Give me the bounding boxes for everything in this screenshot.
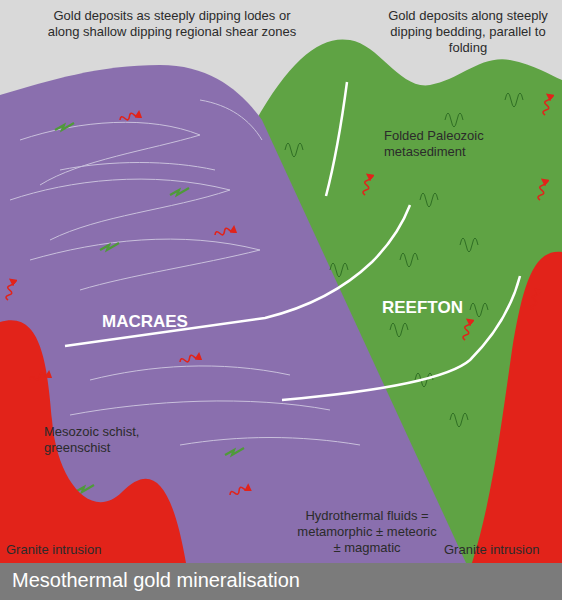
fluid-arrows xyxy=(6,95,551,497)
granite-intrusion-right xyxy=(472,252,562,563)
rock-label: Folded Paleozoic metasediment xyxy=(384,128,494,160)
caption-band xyxy=(0,563,562,600)
rock-label: Granite intrusion xyxy=(444,542,558,558)
deposit-name: REEFTON xyxy=(382,298,502,318)
rock-label: Mesozoic schist, greenschist xyxy=(44,424,184,456)
annotation: Gold deposits as steeply dipping lodes o… xyxy=(42,8,302,40)
granite-intrusion-left xyxy=(0,320,186,563)
fault-lines xyxy=(65,82,520,400)
annotation: Gold deposits along steeply dipping bedd… xyxy=(378,8,558,56)
caption: Mesothermal gold mineralisation xyxy=(12,568,300,592)
fold-marks xyxy=(285,93,523,427)
deposit-name: MACRAES xyxy=(102,312,222,332)
schist-foliation xyxy=(10,100,360,445)
rock-label: Granite intrusion xyxy=(6,542,156,558)
fluid-note: Hydrothermal fluids = metamorphic ± mete… xyxy=(292,508,442,556)
